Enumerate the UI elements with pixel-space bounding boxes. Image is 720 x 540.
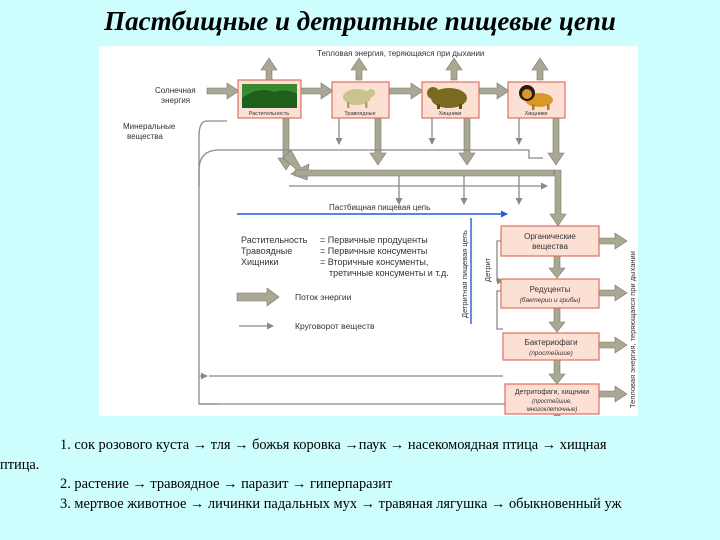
herbivores-box: Травоядные xyxy=(331,81,390,119)
carnivores1-caption: Хищники xyxy=(439,111,462,117)
sun-energy-label-2: энергия xyxy=(161,96,190,105)
legend-energy-flow: Поток энергии xyxy=(295,292,352,302)
carnivores2-box: Хищники xyxy=(507,81,566,119)
sun-energy-label-1: Солнечная xyxy=(155,86,196,95)
heat-loss-label-top: Тепловая энергия, теряющаяся при дыхании xyxy=(317,49,484,58)
box-bacteriophages: Бактериофаги xyxy=(524,338,577,347)
minerals-label-2: вещества xyxy=(127,132,163,141)
food-chain-examples: 1. сок розового куста → тля → божья коро… xyxy=(0,436,718,514)
box-detritophages-sub-2: многоклеточные) xyxy=(527,407,578,413)
carnivores1-box: Хищники xyxy=(421,81,480,119)
box-detritophages-sub-1: (простейшие, xyxy=(532,398,572,405)
box-detritophages: Детритофаги, хищники xyxy=(515,389,589,396)
producers-box: Растительность xyxy=(237,79,302,119)
page-title: Пастбищные и детритные пищевые цепи xyxy=(104,6,616,36)
matter-cycle-lines xyxy=(198,118,548,405)
box-reducers: Редуценты xyxy=(530,285,571,294)
producers-caption: Растительность xyxy=(249,111,290,117)
energy-flow-arrows xyxy=(206,57,628,416)
legend-row-1-right: = Первичные продуценты xyxy=(320,235,428,245)
reducers-box: Редуценты (бактерии и грибы) xyxy=(500,278,600,309)
legend-row-1-left: Растительность xyxy=(241,235,308,245)
box-bacteriophages-sub: (простейшие) xyxy=(529,349,573,357)
legend-row-3-left: Хищники xyxy=(241,257,278,267)
legend-row-4-right: третичные консументы и т.д. xyxy=(329,268,449,278)
herbivores-caption: Травоядные xyxy=(344,111,375,117)
chain-3: 3. мертвое животное → личинки падальных … xyxy=(60,495,622,512)
detritophages-box: Детритофаги, хищники (простейшие, многок… xyxy=(504,383,600,415)
grazing-chain-label: Пастбищная пищевая цепь xyxy=(329,203,430,212)
chain-1-line-2: птица. xyxy=(0,456,40,473)
chain-2: 2. растение → травоядное → паразит → гип… xyxy=(60,476,393,492)
detritus-label: Детрит xyxy=(483,257,492,282)
legend-row-3-right: = Вторичные консументы, xyxy=(320,257,428,267)
detritus-chain-label: Детритная пищевая цепь xyxy=(460,230,469,318)
legend-row-2-right: = Первичные консументы xyxy=(320,246,427,256)
food-chain-diagram: Тепловая энергия, теряющаяся при дыхании… xyxy=(99,46,638,416)
box-organic-1: Органические xyxy=(524,232,576,241)
box-organic-2: вещества xyxy=(532,242,568,251)
legend: Растительность = Первичные продуценты Тр… xyxy=(241,235,449,331)
organic-matter-box: Органические вещества xyxy=(500,225,600,257)
minerals-label-1: Минеральные xyxy=(123,122,176,131)
chain-1-line-1: 1. сок розового куста → тля → божья коро… xyxy=(60,437,607,453)
legend-matter-cycle: Круговорот веществ xyxy=(295,321,375,331)
heat-loss-label-right: Тепловая энергия, теряющаяся при дыхании xyxy=(628,251,637,408)
legend-row-2-left: Травоядные xyxy=(241,246,292,256)
carnivores2-caption: Хищники xyxy=(525,111,548,117)
box-reducers-sub: (бактерии и грибы) xyxy=(520,296,581,304)
bacteriophages-box: Бактериофаги (простейшие) xyxy=(502,332,600,361)
